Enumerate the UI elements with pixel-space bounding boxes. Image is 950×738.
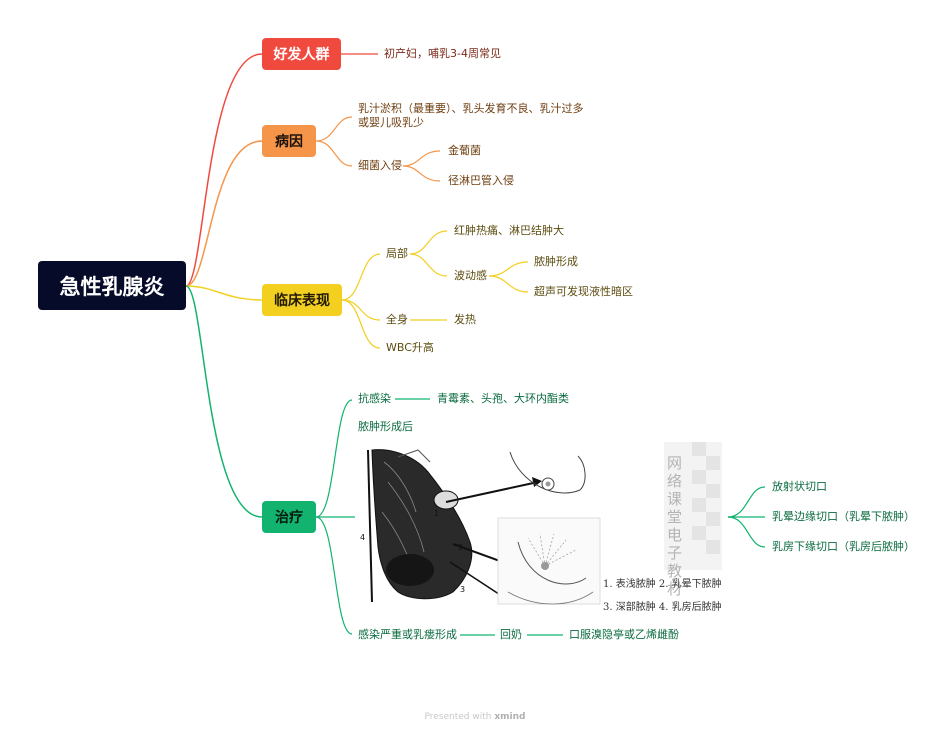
cause-item-2-child-1[interactable]: 金葡菌 [448, 144, 481, 157]
treatment-severe-child[interactable]: 回奶 [500, 628, 522, 641]
clinical-fluct-child-2[interactable]: 超声可发现液性暗区 [534, 285, 633, 298]
incision-inframammary[interactable]: 乳房下缘切口（乳房后脓肿） [772, 540, 915, 553]
figure-caption-line2: 3. 深部脓肿 4. 乳房后脓肿 [603, 602, 722, 613]
clinical-systemic[interactable]: 全身 [386, 313, 408, 326]
figure-watermark: 网络课堂电子教材 [667, 454, 683, 598]
treatment-abscess[interactable]: 脓肿形成后 [358, 420, 413, 433]
presented-with-footer: Presented with xmind [0, 712, 950, 722]
cause-item-1-line2[interactable]: 或婴儿吸乳少 [358, 116, 424, 129]
cause-item-1-line1[interactable]: 乳汁淤积（最重要）、乳头发育不良、乳汁过多 [358, 102, 584, 115]
clinical-local-child-2[interactable]: 波动感 [454, 269, 487, 282]
xmind-logo: xmind [494, 712, 526, 722]
population-item[interactable]: 初产妇，哺乳3-4周常见 [384, 47, 501, 60]
clinical-local-child-1[interactable]: 红肿热痛、淋巴结肿大 [454, 224, 564, 237]
clinical-fluct-child-1[interactable]: 脓肿形成 [534, 255, 578, 268]
treatment-anti[interactable]: 抗感染 [358, 392, 391, 405]
clinical-systemic-child[interactable]: 发热 [454, 313, 476, 326]
svg-text:3: 3 [460, 585, 465, 594]
topic-clinical[interactable]: 临床表现 [262, 284, 342, 316]
treatment-severe-grandchild[interactable]: 口服溴隐亭或乙烯雌酚 [569, 628, 679, 641]
cause-item-2-child-2[interactable]: 径淋巴管入侵 [448, 174, 514, 187]
incision-areolar[interactable]: 乳晕边缘切口（乳晕下脓肿） [772, 510, 915, 523]
svg-text:1: 1 [434, 509, 439, 518]
breast-abscess-illustration: 1 2 3 4 [360, 442, 722, 605]
treatment-anti-child[interactable]: 青霉素、头孢、大环内酯类 [437, 392, 569, 405]
topic-population[interactable]: 好发人群 [262, 38, 341, 70]
clinical-wbc[interactable]: WBC升高 [386, 341, 434, 354]
topic-treatment[interactable]: 治疗 [262, 501, 316, 533]
clinical-local[interactable]: 局部 [386, 247, 408, 260]
svg-text:4: 4 [360, 533, 365, 542]
figure-caption-line1: 1. 表浅脓肿 2. 乳晕下脓肿 [603, 579, 722, 590]
treatment-severe[interactable]: 感染严重或乳瘘形成 [358, 628, 457, 641]
incision-radial[interactable]: 放射状切口 [772, 480, 827, 493]
abscess-figure: 1 2 3 4 网络课堂电子教材 1. 表浅脓肿 2. 乳晕下脓肿 3. 深部 [358, 442, 725, 613]
cause-item-2[interactable]: 细菌入侵 [358, 159, 402, 172]
footer-prefix: Presented with [424, 712, 492, 722]
topic-cause[interactable]: 病因 [262, 125, 316, 157]
root-topic[interactable]: 急性乳腺炎 [38, 261, 186, 310]
